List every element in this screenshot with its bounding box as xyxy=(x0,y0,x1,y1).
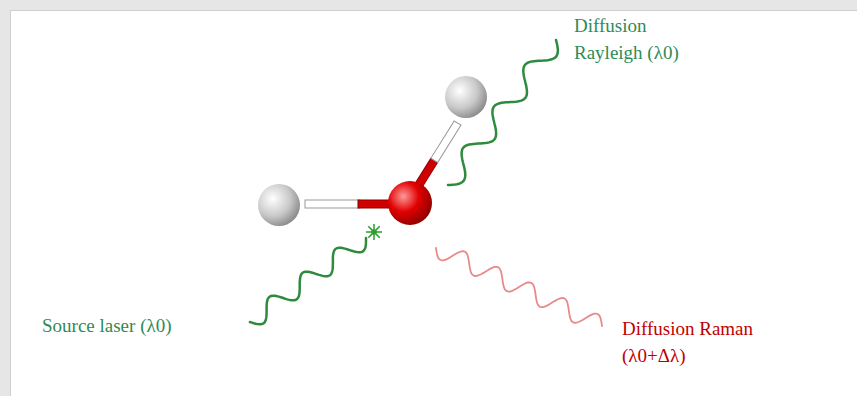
scatter-label: Diffusion Raman (λ0+Δλ) xyxy=(622,315,772,369)
source-label: Source laser (λ0) xyxy=(42,312,172,339)
light-wave xyxy=(436,248,602,326)
scatter-label: Diffusion Rayleigh (λ0) xyxy=(574,12,699,66)
light-wave xyxy=(448,40,558,185)
hydrogen-atom xyxy=(445,76,487,118)
light-wave xyxy=(250,238,366,324)
light-waves xyxy=(250,40,602,326)
impact-star xyxy=(366,224,382,240)
bonds xyxy=(305,121,461,208)
oxygen-atom xyxy=(388,181,432,225)
hydrogen-atom xyxy=(258,184,300,226)
